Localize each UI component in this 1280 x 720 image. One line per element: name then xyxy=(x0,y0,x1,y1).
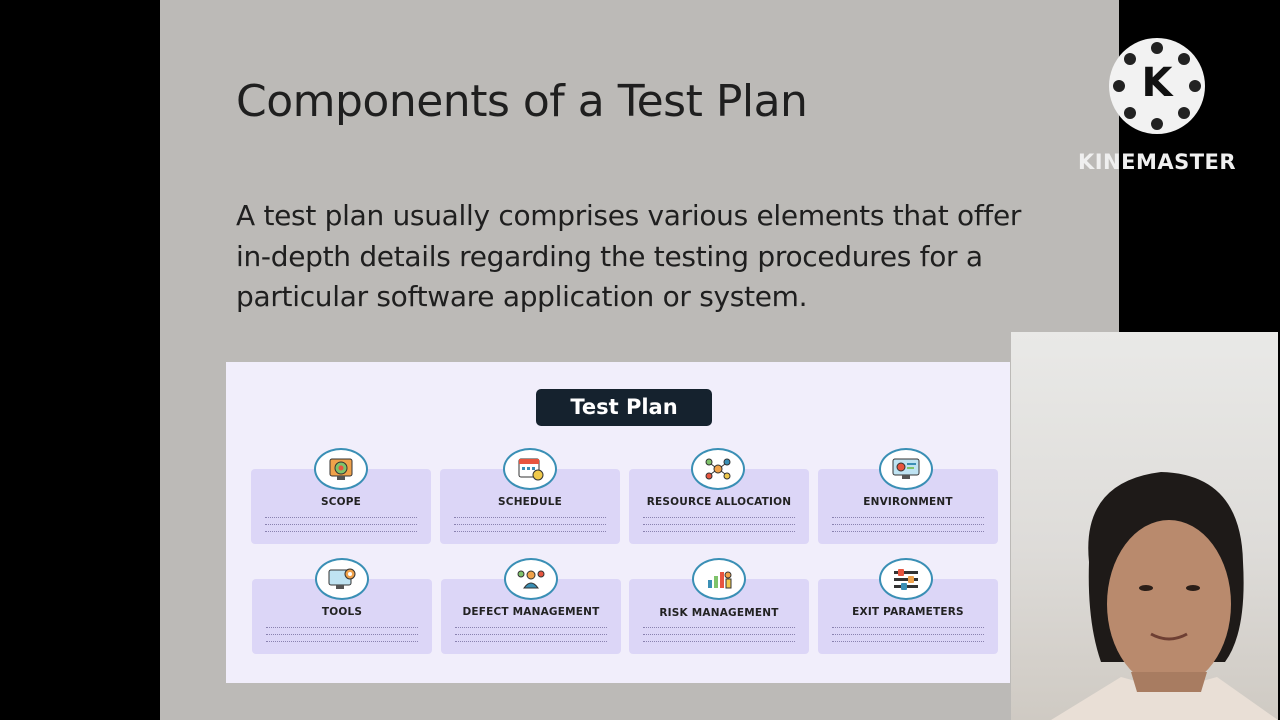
logo-dot xyxy=(1124,53,1136,65)
card-divider xyxy=(265,531,417,532)
card-divider xyxy=(643,524,795,525)
card-divider xyxy=(455,634,607,635)
chart-person-icon xyxy=(692,558,746,600)
gear-screen-icon xyxy=(315,558,369,600)
presenter-webcam xyxy=(1011,332,1278,720)
calendar-icon xyxy=(503,448,557,490)
presenter-silhouette-icon xyxy=(1051,472,1278,720)
card-divider xyxy=(832,524,984,525)
card-label: ENVIRONMENT xyxy=(863,496,953,508)
team-icon xyxy=(504,558,558,600)
card-divider xyxy=(643,627,795,628)
people-network-icon xyxy=(691,448,745,490)
card-divider xyxy=(454,531,606,532)
card-exit-parameters: EXIT PARAMETERS xyxy=(818,579,998,654)
slide-title: Components of a Test Plan xyxy=(236,76,808,127)
kinemaster-logo: K xyxy=(1109,38,1205,134)
card-divider xyxy=(455,641,607,642)
card-divider xyxy=(832,634,984,635)
test-plan-infographic: Test Plan SCOPE SCHEDULE RESOURCE ALLOCA… xyxy=(226,362,1010,683)
logo-dot xyxy=(1113,80,1125,92)
logo-dot xyxy=(1151,42,1163,54)
target-icon xyxy=(314,448,368,490)
card-divider xyxy=(455,627,607,628)
slide-body-text: A test plan usually comprises various el… xyxy=(236,199,1022,313)
monitor-settings-icon xyxy=(879,448,933,490)
logo-dot xyxy=(1151,118,1163,130)
logo-dot xyxy=(1178,53,1190,65)
card-label: SCHEDULE xyxy=(498,496,562,508)
card-label: RISK MANAGEMENT xyxy=(659,607,779,619)
card-divider xyxy=(454,524,606,525)
card-label: TOOLS xyxy=(321,606,363,618)
logo-dot xyxy=(1189,80,1201,92)
card-label: EXIT PARAMETERS xyxy=(852,606,964,618)
card-divider xyxy=(832,531,984,532)
card-divider xyxy=(643,517,795,518)
card-divider xyxy=(643,641,795,642)
card-divider xyxy=(265,517,417,518)
card-divider xyxy=(832,627,984,628)
card-divider xyxy=(266,641,418,642)
logo-dot xyxy=(1178,107,1190,119)
card-label: SCOPE xyxy=(320,496,362,508)
infographic-title: Test Plan xyxy=(536,389,712,426)
card-divider xyxy=(643,634,795,635)
card-divider xyxy=(265,524,417,525)
card-divider xyxy=(832,641,984,642)
card-divider xyxy=(266,627,418,628)
card-divider xyxy=(454,517,606,518)
card-divider xyxy=(643,531,795,532)
card-divider xyxy=(832,517,984,518)
card-divider xyxy=(266,634,418,635)
sliders-icon xyxy=(879,558,933,600)
card-label: DEFECT MANAGEMENT xyxy=(462,606,600,618)
logo-letter: K xyxy=(1141,60,1173,106)
logo-dot xyxy=(1124,107,1136,119)
card-risk-management: RISK MANAGEMENT xyxy=(629,579,809,654)
card-label: RESOURCE ALLOCATION xyxy=(646,496,792,508)
kinemaster-wordmark: KINEMASTER xyxy=(1077,150,1237,174)
